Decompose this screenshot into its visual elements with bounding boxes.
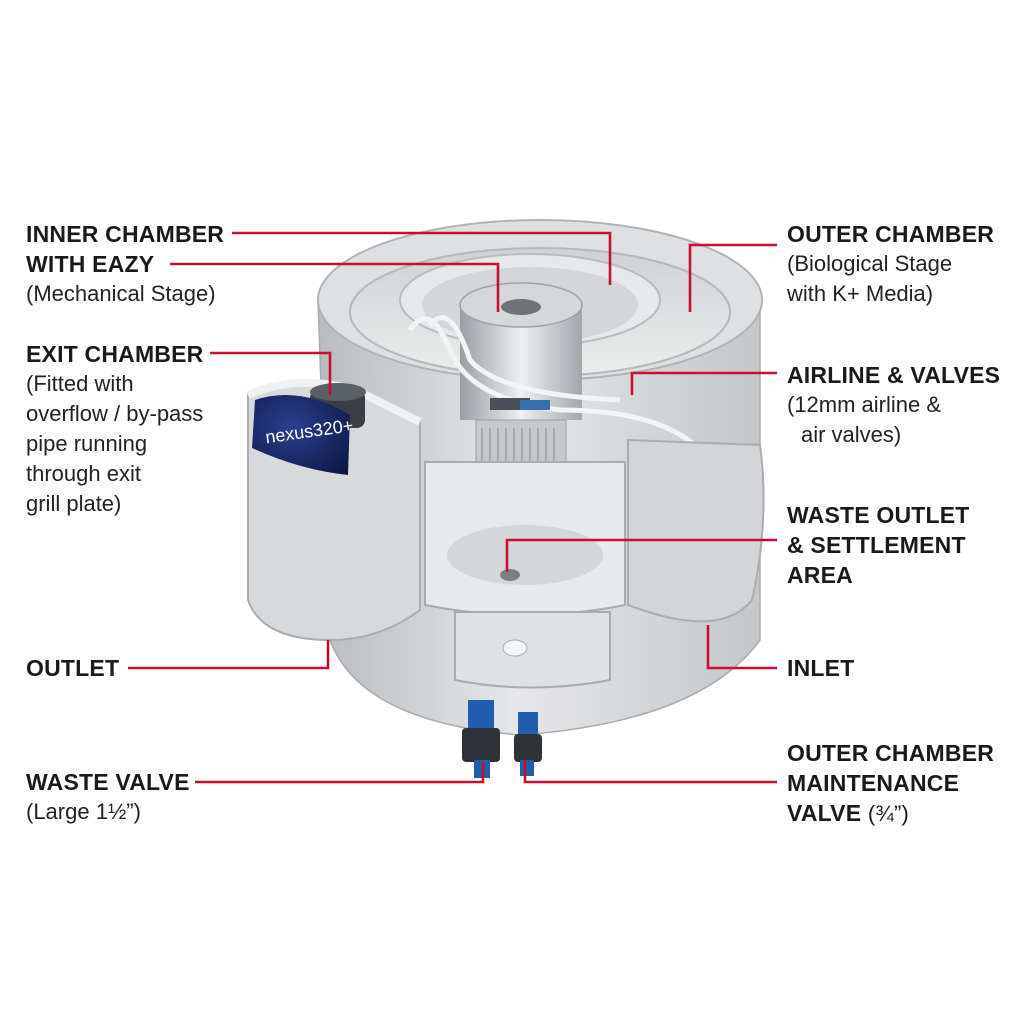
label-exit-chamber-title: EXIT CHAMBER — [26, 341, 204, 367]
label-inner-chamber-title-1: INNER CHAMBER — [26, 221, 225, 247]
label-maintenance-valve: OUTER CHAMBER MAINTENANCE VALVE (¾”) — [787, 738, 994, 829]
label-exit-chamber-sub-4: through exit — [26, 461, 141, 486]
label-outer-chamber-title: OUTER CHAMBER — [787, 221, 995, 247]
label-exit-chamber-sub-1: (Fitted with — [26, 371, 134, 396]
leader-outer-chamber — [688, 243, 777, 312]
label-inner-chamber: INNER CHAMBER WITH EAZY (Mechanical Stag… — [26, 219, 224, 309]
leader-inner-chamber-top — [232, 231, 612, 285]
label-exit-chamber-sub-2: overflow / by-pass — [26, 401, 204, 426]
maintenance-valve-body — [514, 712, 542, 776]
label-waste-valve-title: WASTE VALVE — [26, 769, 190, 795]
settlement-window — [424, 461, 626, 689]
label-waste-outlet-title-2: & SETTLEMENT — [787, 532, 966, 558]
label-airline-valves-title: AIRLINE & VALVES — [787, 362, 1001, 388]
product-badge: nexus320+ — [252, 395, 355, 475]
label-airline-valves-sub-2: air valves) — [801, 422, 902, 447]
label-maintenance-valve-size: (¾”) — [867, 801, 910, 826]
label-inlet: INLET — [787, 653, 854, 683]
label-maintenance-valve-title-3: VALVE — [787, 800, 862, 826]
leader-outlet — [128, 640, 330, 670]
label-waste-valve-sub: (Large 1½”) — [26, 799, 141, 824]
leader-inlet — [706, 625, 777, 670]
leader-maintenance-valve — [523, 760, 777, 784]
label-outlet-title: OUTLET — [26, 655, 120, 681]
label-maintenance-valve-title-3-wrap: VALVE (¾”) — [787, 798, 994, 829]
label-inner-chamber-title-2: WITH EAZY — [26, 251, 155, 277]
label-outer-chamber-sub-1: (Biological Stage — [787, 251, 953, 276]
label-waste-outlet: WASTE OUTLET & SETTLEMENT AREA — [787, 500, 970, 590]
air-valves — [490, 398, 550, 410]
label-outer-chamber-sub-2: with K+ Media) — [787, 281, 934, 306]
label-exit-chamber-sub-5: grill plate) — [26, 491, 122, 516]
leader-lines — [128, 231, 777, 784]
label-inlet-title: INLET — [787, 655, 855, 681]
label-maintenance-valve-title-1: OUTER CHAMBER — [787, 740, 995, 766]
label-exit-chamber-sub-3: pipe running — [26, 431, 148, 456]
label-airline-valves-sub-1: (12mm airline & — [787, 392, 942, 417]
inlet-panel — [627, 438, 765, 623]
label-waste-outlet-title-1: WASTE OUTLET — [787, 502, 970, 528]
label-maintenance-valve-title-2: MAINTENANCE — [787, 770, 960, 796]
label-waste-outlet-title-3: AREA — [787, 562, 853, 588]
leader-waste-outlet — [505, 538, 777, 572]
label-waste-valve: WASTE VALVE (Large 1½”) — [26, 767, 190, 827]
label-outlet: OUTLET — [26, 653, 119, 683]
label-exit-chamber: EXIT CHAMBER (Fitted with overflow / by-… — [26, 339, 203, 519]
label-inner-chamber-sub: (Mechanical Stage) — [26, 281, 216, 306]
leader-exit-chamber — [210, 351, 332, 395]
leader-airline — [630, 371, 777, 395]
label-airline-valves: AIRLINE & VALVES (12mm airline & air val… — [787, 360, 1000, 450]
label-outer-chamber: OUTER CHAMBER (Biological Stage with K+ … — [787, 219, 994, 309]
leader-inner-chamber — [170, 262, 500, 312]
leader-waste-valve — [195, 762, 485, 784]
